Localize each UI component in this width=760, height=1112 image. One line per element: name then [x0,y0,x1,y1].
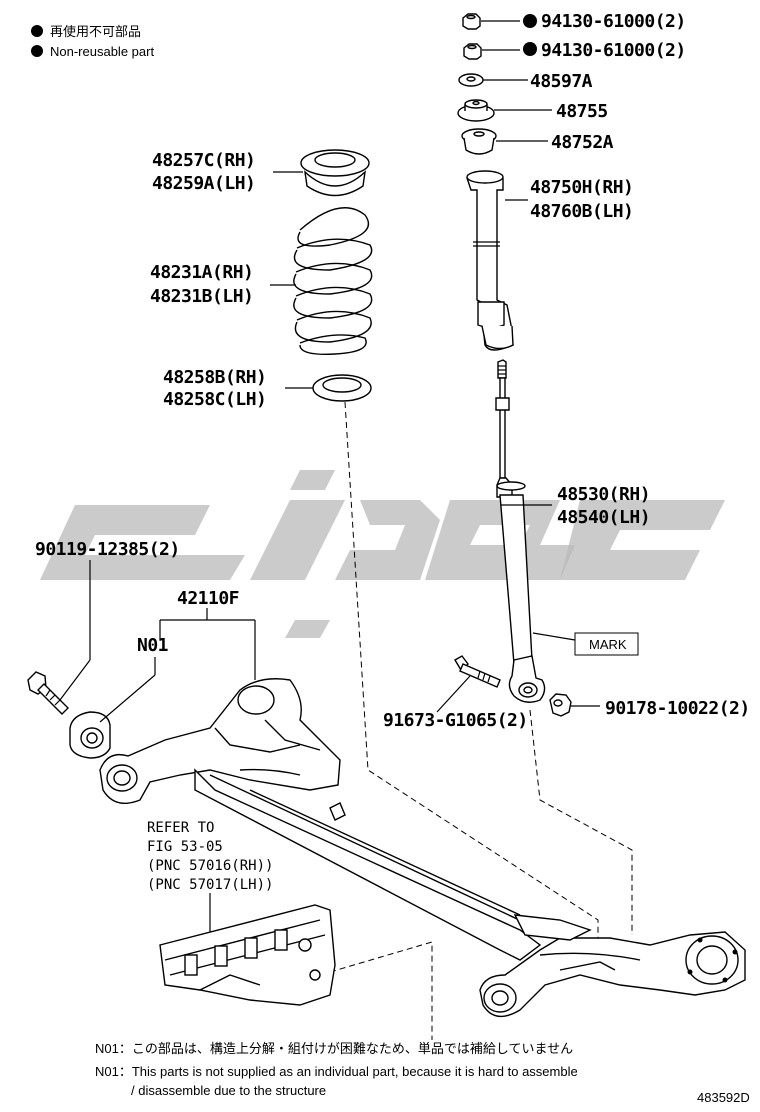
footnotes: N01：この部品は、構造上分解・組付けが困難なため、単品では補給していません N… [95,1041,578,1098]
shock-absorber: 48530(RH) 48540(LH) MARK [495,359,651,703]
coil-spring: 48231A(RH) 48231B(LH) [150,207,373,355]
washer: 48597A [458,71,593,92]
refer-note: REFER TO FIG 53-05 (PNC 57016(RH)) (PNC … [147,820,273,940]
non-reusable-bullet-icon [523,14,537,28]
footnote-jp: N01：この部品は、構造上分解・組付けが困難なため、単品では補給していません [95,1041,573,1056]
nut-upper-2: 94130-61000(2) [463,40,686,61]
upper-spring-seat: 48257C(RH) 48259A(LH) [152,149,370,197]
dashed-leader-spring [344,401,599,940]
axle-beam: 42110F [99,588,746,1018]
part-number-absorber-bolt: 91673-G1065(2) [383,710,528,731]
legend: 再使用不可部品 Non-reusable part [31,24,154,59]
part-number-absorber-rh: 48530(RH) [557,484,650,505]
legend-en: Non-reusable part [50,44,154,59]
footnote-en-1: N01：This parts is not supplied as an ind… [95,1064,578,1079]
part-number-bushing-upper: 48755 [556,101,608,122]
absorber-bolt: 91673-G1065(2) [383,655,528,731]
part-number-upper-seat-rh: 48257C(RH) [152,150,255,171]
mark-box [574,632,639,656]
non-reusable-bullet-icon [31,25,43,37]
part-number-axle-beam: 42110F [177,588,239,609]
bushing-upper: 48755 [457,99,608,122]
part-number-lower-seat-lh: 48258C(LH) [163,389,266,410]
part-number-lower-seat-rh: 48258B(RH) [163,367,266,388]
dashed-leader-absorber [529,709,633,935]
part-number-boot-lh: 48760B(LH) [530,201,633,222]
nut-upper-1: 94130-61000(2) [462,11,686,32]
refer-line-4: (PNC 57017(LH)) [147,877,273,893]
part-number-nut-1: 94130-61000(2) [541,11,686,32]
part-number-spring-rh: 48231A(RH) [150,262,253,283]
dust-boot: 48750H(RH) 48760B(LH) [466,170,634,351]
non-reusable-bullet-icon [31,45,43,57]
part-number-absorber-nut: 90178-10022(2) [605,698,750,719]
part-number-washer: 48597A [530,71,593,92]
part-number-upper-seat-lh: 48259A(LH) [152,173,255,194]
bushing-lower: 48752A [461,128,614,155]
part-number-bushing-lower: 48752A [551,132,614,153]
mark-label: MARK [589,637,627,652]
refer-line-1: REFER TO [147,820,214,836]
body-frame-bracket [159,904,336,1006]
part-number-spring-lh: 48231B(LH) [150,286,253,307]
front-bolt: 90119-12385(2) [27,539,180,715]
watermark-logo [40,470,725,638]
refer-line-3: (PNC 57016(RH)) [147,858,273,874]
part-number-front-bolt: 90119-12385(2) [35,539,180,560]
n01-label: N01 [137,635,168,656]
figure-code: 483592D [697,1090,750,1105]
part-number-absorber-lh: 48540(LH) [557,507,650,528]
dashed-leader-frame [329,941,433,1040]
part-number-nut-2: 94130-61000(2) [541,40,686,61]
non-reusable-bullet-icon [523,42,537,56]
footnote-en-2: / disassemble due to the structure [131,1083,326,1098]
legend-jp: 再使用不可部品 [50,24,141,39]
absorber-nut: 90178-10022(2) [549,693,750,719]
refer-line-2: FIG 53-05 [147,839,223,855]
n01-bushing: N01 [69,635,169,759]
lower-spring-seat: 48258B(RH) 48258C(LH) [163,367,372,410]
part-number-boot-rh: 48750H(RH) [530,177,633,198]
